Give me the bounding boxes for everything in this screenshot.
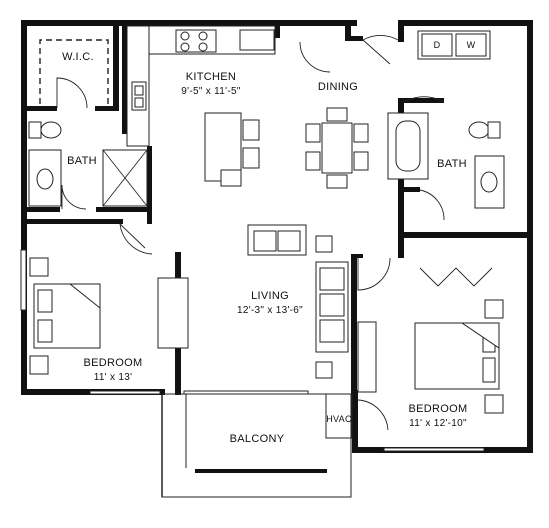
- left-bedroom-dimensions: 11' x 13': [94, 372, 133, 383]
- kitchen-cabinets: [126, 25, 276, 147]
- right-bedroom-furniture: [357, 299, 504, 414]
- living-furniture: [157, 224, 349, 379]
- kitchen-label: KITCHEN: [186, 71, 236, 83]
- right-bedroom-dimensions: 11' x 12'-10": [409, 418, 467, 429]
- hvac-label: HVAC: [326, 414, 352, 424]
- washer-label: W: [467, 40, 476, 50]
- right-bath-label: BATH: [437, 158, 467, 170]
- wic-label: W.I.C.: [62, 51, 94, 63]
- kitchen-island: [204, 112, 260, 187]
- right-bath-fixtures: [387, 112, 505, 209]
- dryer-label: D: [434, 40, 441, 50]
- living-dimensions: 12'-3" x 13'-6": [237, 305, 303, 316]
- right-bedroom-label: BEDROOM: [409, 403, 468, 415]
- windows: [20, 249, 485, 452]
- left-bedroom-label: BEDROOM: [84, 357, 143, 369]
- wic-shelving: [39, 39, 109, 104]
- left-bath-label: BATH: [67, 155, 97, 167]
- dining-label: DINING: [318, 81, 358, 93]
- balcony-label: BALCONY: [230, 433, 285, 445]
- balcony: [161, 393, 352, 498]
- hvac-closet: [325, 393, 353, 439]
- left-bedroom-furniture: [29, 257, 101, 375]
- kitchen-dimensions: 9'-5" x 11'-5": [181, 86, 241, 97]
- dining-table: [305, 107, 369, 189]
- left-bath-fixtures: [28, 121, 148, 207]
- door-swings: [56, 35, 493, 431]
- living-label: LIVING: [251, 290, 289, 302]
- laundry: D W: [417, 30, 491, 60]
